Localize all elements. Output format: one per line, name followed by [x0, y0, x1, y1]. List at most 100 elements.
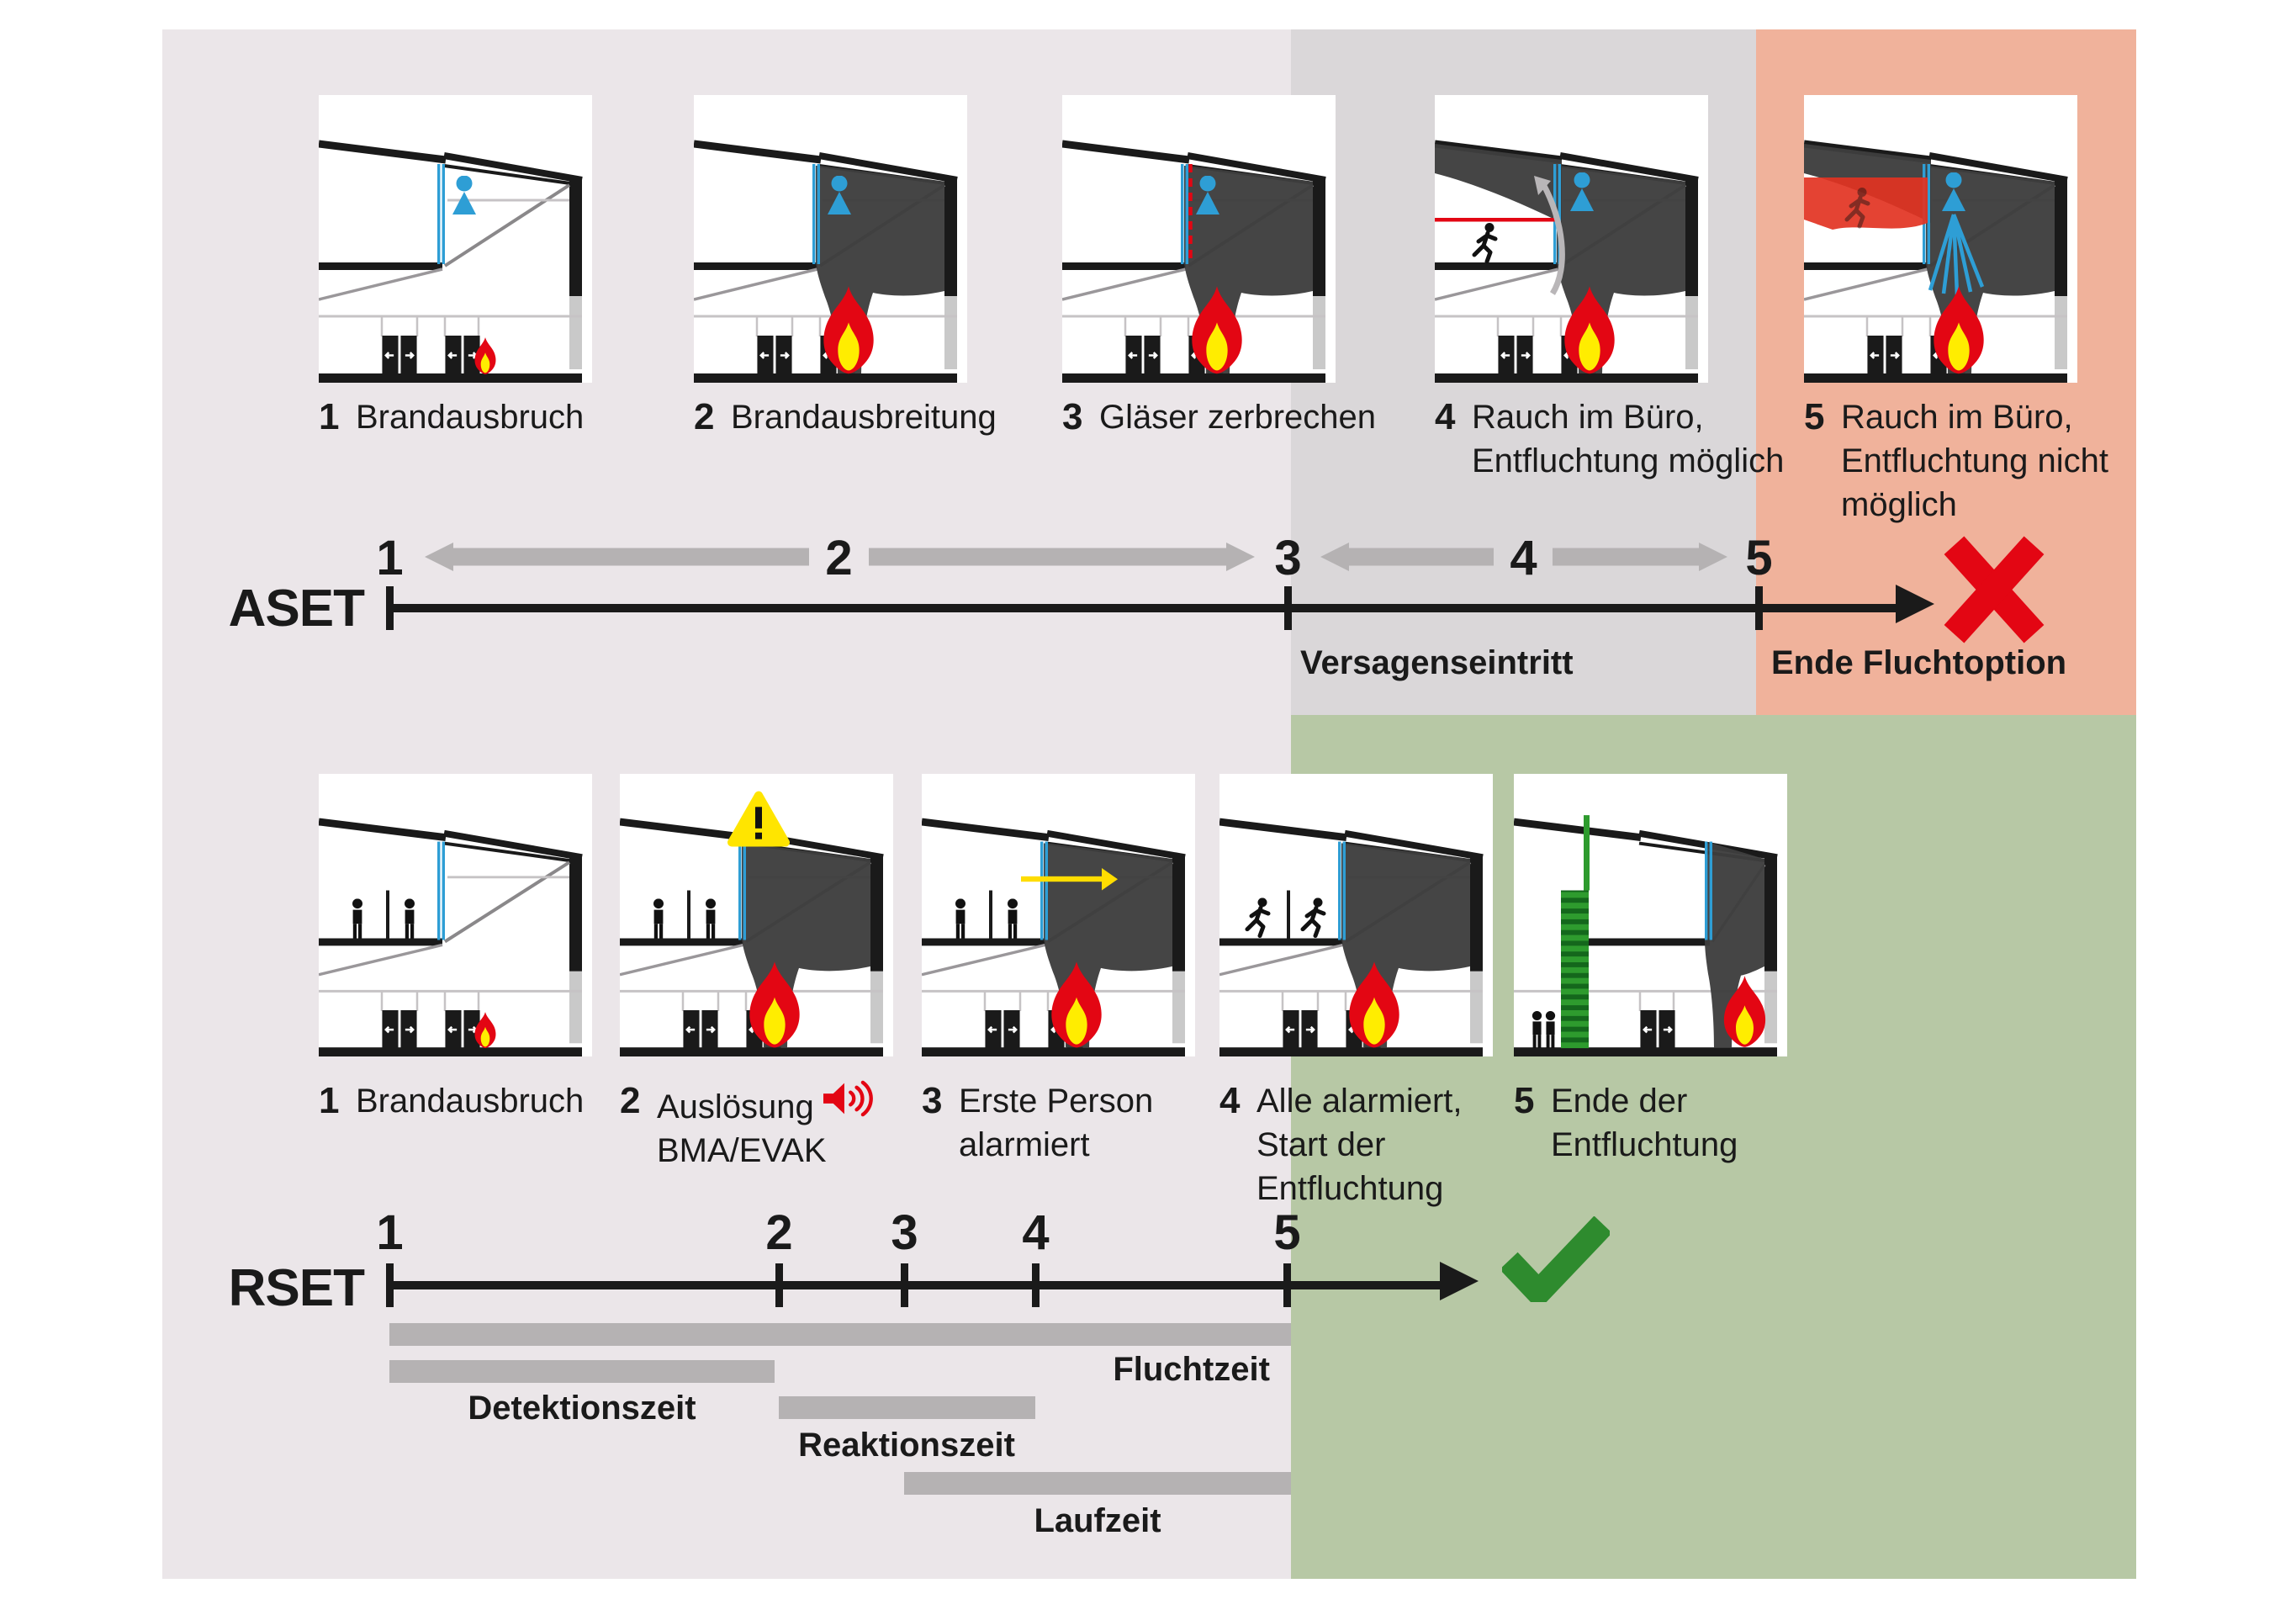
rset-tick-4 [1032, 1263, 1040, 1307]
aset-number-1: 1 [376, 531, 403, 585]
caption-line: Rauch im Büro, [1841, 399, 2073, 436]
aset-number-5: 5 [1745, 531, 1772, 585]
scene-evacuation-start [1219, 774, 1493, 1056]
aset-tick-5 [1755, 586, 1763, 630]
step-number: 1 [319, 1080, 340, 1121]
x-mark-icon [1944, 536, 2045, 643]
running-person-icon [1303, 898, 1324, 935]
scene-evacuation-complete [1514, 815, 1778, 1056]
aset-tick-3 [1284, 586, 1292, 630]
rset-tick-5 [1283, 1263, 1291, 1307]
caption-line: Brandausbruch [356, 1083, 585, 1120]
caption-line: Rauch im Büro, [1472, 399, 1704, 436]
panel-aset-5 [1804, 95, 2077, 383]
rset-tick-1 [386, 1263, 394, 1307]
smoke-limit-line [1435, 218, 1558, 222]
bar-label-reaktionszeit: Reaktionszeit [798, 1427, 1015, 1464]
panel-rset-1 [319, 774, 592, 1056]
caption-rset-1: 1 Brandausbruch [319, 1079, 584, 1123]
smoke-plume [1705, 843, 1764, 1048]
rset-number-1: 1 [376, 1205, 403, 1260]
failure-annotation: Versagenseintritt [1300, 644, 1574, 681]
smoke-flow-arrow [1540, 183, 1565, 295]
step-number: 5 [1514, 1080, 1535, 1121]
rset-number-2: 2 [765, 1205, 792, 1260]
caption-line: Brandausbreitung [731, 399, 997, 436]
panel-aset-3 [1062, 95, 1336, 383]
person-icon [955, 898, 965, 939]
rset-timeline [389, 1281, 1443, 1289]
caption-line: Start der [1256, 1126, 1386, 1163]
running-person-icon [1247, 898, 1268, 935]
speaker-icon [823, 1080, 873, 1117]
panel-aset-1 [319, 95, 592, 383]
scene-fire-outbreak-occupants [319, 774, 592, 1056]
step-number: 1 [319, 396, 340, 437]
running-person-icon [1474, 223, 1495, 262]
caption-aset-4: 4 Rauch im Büro, Entfluchtung möglich [1435, 395, 1784, 483]
scene-smoke-in-office-escape-possible [1435, 95, 1708, 383]
step-number: 4 [1219, 1080, 1241, 1121]
panel-aset-4 [1435, 95, 1708, 383]
rset-number-4: 4 [1022, 1205, 1049, 1260]
caption-line: Auslösung [657, 1079, 879, 1129]
bar-label-detektionszeit: Detektionszeit [468, 1390, 696, 1427]
aset-label: ASET [228, 580, 365, 638]
rset-tick-2 [775, 1263, 783, 1307]
aset-number-3: 3 [1274, 531, 1301, 585]
caption-line: Entfluchtung [1256, 1170, 1444, 1207]
caption-aset-5: 5 Rauch im Büro, Entfluchtung nicht mögl… [1804, 395, 2108, 527]
caption-rset-5: 5 Ende der Entfluchtung [1514, 1079, 1738, 1167]
scene-first-person-alerted [922, 774, 1195, 1056]
person-icon [352, 898, 362, 939]
aset-tick-1 [386, 586, 394, 630]
smoke-shower-icon [1928, 214, 1985, 296]
caption-line: möglich [1841, 486, 1957, 523]
panel-rset-2 [620, 774, 893, 1056]
caption-line: Entfluchtung möglich [1472, 442, 1785, 479]
person-icon [405, 898, 415, 939]
caption-line: Ende der [1551, 1083, 1688, 1120]
bar-laufzeit [904, 1472, 1291, 1495]
alert-arrow-icon [1021, 868, 1118, 891]
person-icon [452, 176, 476, 214]
scene-fire-outbreak [319, 95, 592, 383]
rset-number-5: 5 [1273, 1205, 1300, 1260]
step-number: 2 [694, 396, 715, 437]
end-of-escape-annotation: Ende Fluchtoption [1771, 644, 2067, 681]
bar-label-fluchtzeit: Fluchtzeit [1113, 1351, 1270, 1388]
caption-line: alarmiert [959, 1126, 1090, 1163]
caption-rset-4: 4 Alle alarmiert, Start der Entfluchtung [1219, 1079, 1463, 1210]
panel-aset-2 [694, 95, 967, 383]
caption-line: Entfluchtung [1551, 1126, 1738, 1163]
scene-smoke-in-office-escape-impossible [1804, 95, 2077, 383]
panel-rset-5 [1514, 774, 1787, 1056]
caption-aset-1: 1 Brandausbruch [319, 395, 584, 439]
step-number: 2 [620, 1080, 641, 1121]
person-icon [706, 898, 716, 939]
person-icon [1545, 1010, 1556, 1049]
checkmark-icon [1502, 1216, 1610, 1302]
stair-tower [1561, 890, 1589, 1049]
caption-rset-3: 3 Erste Person alarmiert [922, 1079, 1153, 1167]
scene-fire-spread [694, 95, 967, 383]
step-number: 3 [1062, 396, 1083, 437]
person-icon [1008, 898, 1018, 939]
caption-line: Entfluchtung nicht [1841, 442, 2108, 479]
rset-label: RSET [228, 1259, 365, 1317]
caption-line: Gläser zerbrechen [1099, 399, 1377, 436]
rset-tick-3 [901, 1263, 908, 1307]
panel-rset-4 [1219, 774, 1493, 1056]
bar-detektionszeit [389, 1360, 775, 1383]
person-icon [653, 898, 664, 939]
aset-number-4: 4 [1510, 531, 1537, 585]
caption-line: BMA/EVAK [657, 1132, 827, 1169]
rset-number-3: 3 [891, 1205, 918, 1260]
aset-timeline [389, 604, 1899, 612]
person-icon [1532, 1010, 1542, 1049]
caption-line: Brandausbruch [356, 399, 585, 436]
step-number: 5 [1804, 396, 1825, 437]
bar-fluchtzeit [389, 1323, 1291, 1346]
step-number: 3 [922, 1080, 943, 1121]
